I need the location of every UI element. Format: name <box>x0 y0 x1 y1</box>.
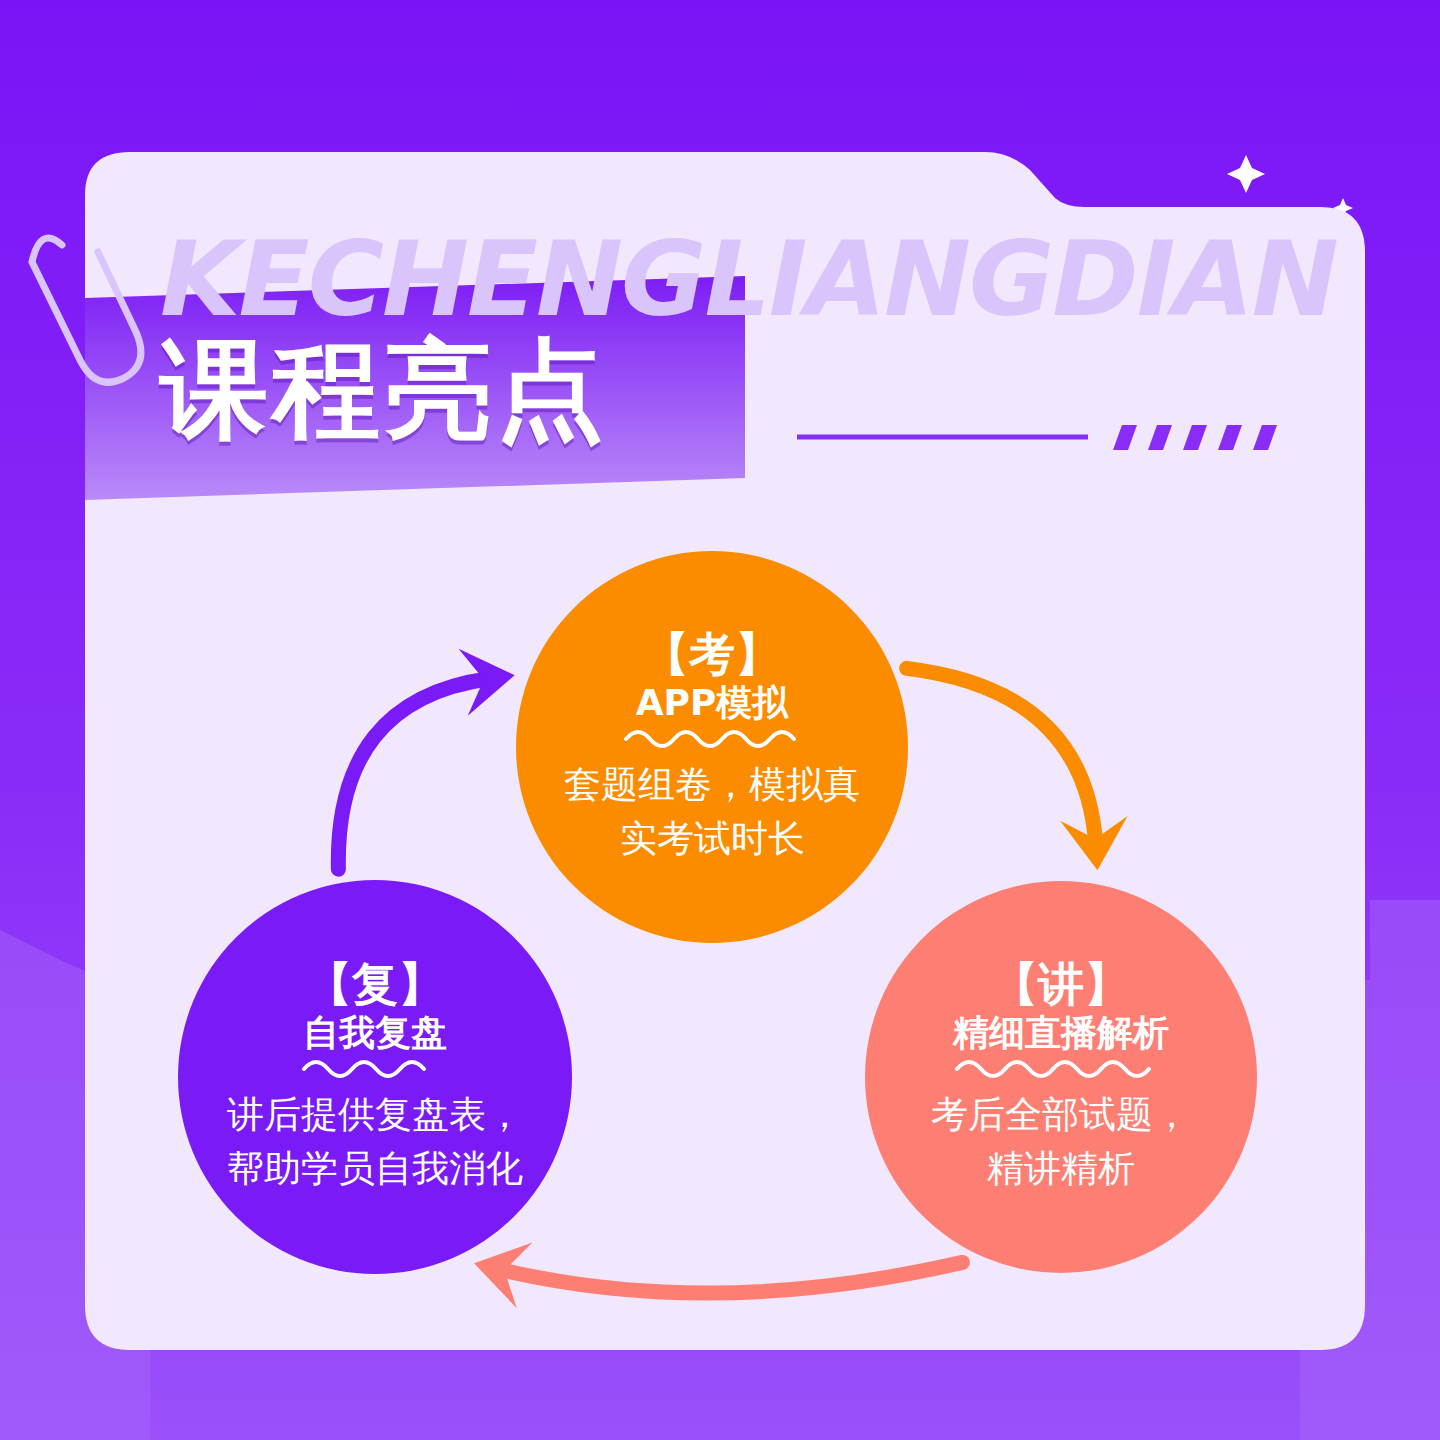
node-body: 讲后提供复盘表，帮助学员自我消化 <box>221 1088 528 1195</box>
curved-arrow <box>907 668 1128 870</box>
node-subtitle: APP模拟 <box>636 681 789 724</box>
wavy-underline <box>300 1058 450 1080</box>
divider-dashes <box>1113 425 1277 450</box>
divider-line <box>797 435 1088 440</box>
node-heading: 【复】 <box>306 958 444 1011</box>
circle-node: 【复】自我复盘讲后提供复盘表，帮助学员自我消化 <box>178 880 572 1274</box>
wavy-underline <box>953 1058 1169 1080</box>
paper-clip <box>32 238 141 382</box>
node-body: 考后全部试题，精讲精析 <box>924 1088 1198 1195</box>
circle-node: 【考】APP模拟套题组卷，模拟真实考试时长 <box>516 551 908 943</box>
node-body: 套题组卷，模拟真实考试时长 <box>558 758 865 865</box>
node-heading: 【讲】 <box>992 958 1130 1011</box>
wavy-underline <box>622 728 802 750</box>
curved-arrow <box>338 649 514 869</box>
node-subtitle: 精细直播解析 <box>953 1011 1169 1054</box>
content-card <box>85 152 1365 1350</box>
node-heading: 【考】 <box>643 628 781 681</box>
circle-node: 【讲】精细直播解析考后全部试题，精讲精析 <box>865 881 1257 1273</box>
star <box>1227 155 1265 193</box>
node-subtitle: 自我复盘 <box>303 1011 447 1054</box>
watermark-text: KECHENGLIANGDIAN <box>160 218 1337 340</box>
curved-arrow <box>474 1242 962 1308</box>
